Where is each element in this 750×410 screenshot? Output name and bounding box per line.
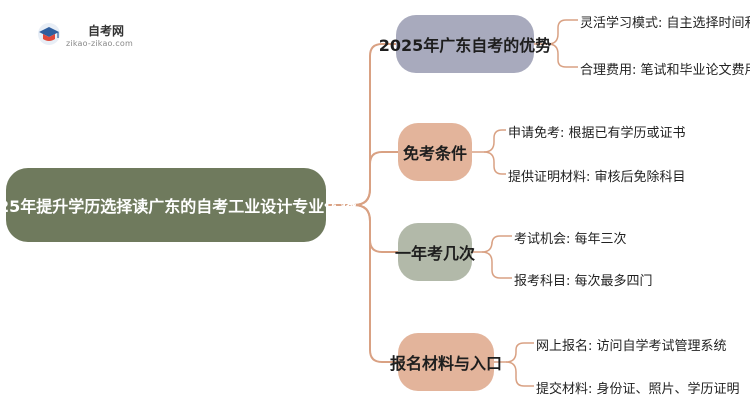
- connector-b1-leaf-2: [547, 43, 578, 68]
- connector-b2-leaf-1: [472, 129, 506, 153]
- leaf-exam-opportunity: 考试机会: 每年三次: [514, 232, 627, 247]
- leaf-submit-proof: 提供证明材料: 审核后免除科目: [508, 170, 686, 185]
- leaf-submit-materials: 提交材料: 身份证、照片、学历证明: [536, 382, 740, 397]
- connector-b1-leaf-1: [534, 19, 578, 45]
- logo-title: 自考网: [88, 24, 125, 38]
- site-logo[interactable]: 自考网 zikao-zikao.com: [30, 18, 160, 52]
- leaf-online-registration: 网上报名: 访问自学考试管理系统: [536, 339, 727, 354]
- connector-b3-leaf-1: [472, 235, 512, 253]
- connector-b2-leaf-2: [483, 151, 506, 175]
- root-node: 2025年提升学历选择读广东的自考工业设计专业优势: [0, 168, 356, 242]
- connector-b4-leaf-2: [505, 361, 534, 387]
- connector-root-branch-4: [353, 204, 398, 363]
- connector-b3-leaf-2: [481, 251, 512, 279]
- branch-node-advantages: 2025年广东自考的优势: [379, 15, 551, 73]
- connector-b4-leaf-1: [494, 342, 534, 363]
- branch-node-exam-frequency: 一年考几次: [395, 223, 475, 281]
- branch-node-exemption: 免考条件: [398, 123, 472, 181]
- branch-node-registration: 报名材料与入口: [390, 333, 502, 391]
- logo-url: zikao-zikao.com: [66, 39, 133, 48]
- connector-root-branch-3: [353, 204, 398, 253]
- leaf-apply-exemption: 申请免考: 根据已有学历或证书: [508, 126, 686, 141]
- leaf-reasonable-fees: 合理费用: 笔试和毕业论文费用: [580, 63, 750, 78]
- leaf-exam-subjects: 报考科目: 每次最多四门: [514, 274, 653, 289]
- leaf-flexible-study: 灵活学习模式: 自主选择时间和地点: [580, 16, 750, 31]
- graduation-cap-icon: [38, 23, 60, 45]
- connector-root-branch-2: [353, 151, 398, 206]
- connector-root-branch-1: [326, 43, 396, 206]
